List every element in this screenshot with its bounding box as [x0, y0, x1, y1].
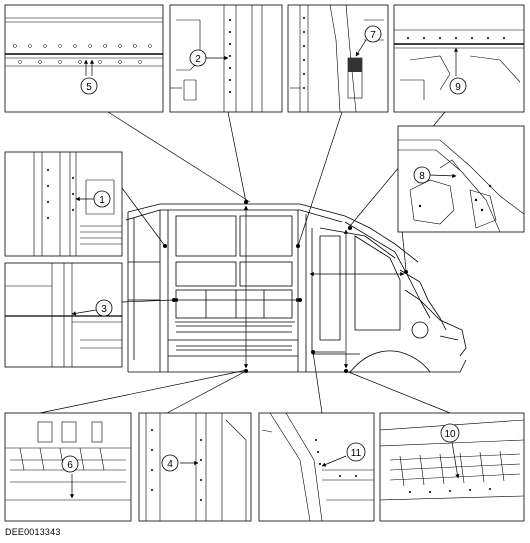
detail-panel-5 [4, 4, 164, 113]
svg-text:6: 6 [67, 460, 73, 471]
detail-panel-1 [4, 151, 123, 257]
svg-text:10: 10 [444, 429, 456, 440]
callout-1: 1 [93, 190, 111, 208]
reference-points [163, 200, 408, 373]
svg-text:4: 4 [167, 459, 173, 470]
reference-code: DEE0013343 [5, 527, 61, 537]
svg-text:7: 7 [370, 30, 376, 41]
callout-8: 8 [413, 166, 431, 184]
measurement-arrows [173, 205, 405, 369]
svg-text:11: 11 [351, 448, 362, 459]
svg-text:5: 5 [86, 82, 92, 93]
svg-text:8: 8 [419, 171, 425, 182]
detail-panel-9 [393, 4, 525, 113]
detail-panel-11 [258, 412, 375, 522]
callout-2: 2 [189, 49, 207, 67]
detail-panel-2 [169, 4, 283, 113]
detail-panel-7 [287, 4, 389, 113]
svg-text:1: 1 [99, 195, 105, 206]
callout-6: 6 [61, 455, 79, 473]
callout-10: 10 [440, 423, 460, 443]
callout-9: 9 [449, 77, 467, 95]
callout-3: 3 [95, 299, 113, 317]
callout-5: 5 [80, 77, 98, 95]
svg-text:2: 2 [195, 54, 201, 65]
callout-7: 7 [364, 25, 382, 43]
svg-text:9: 9 [455, 82, 461, 93]
callout-4: 4 [161, 454, 179, 472]
van-body-shell [125, 203, 467, 373]
detail-panel-4 [138, 412, 252, 522]
svg-text:3: 3 [101, 304, 107, 315]
callout-11: 11 [346, 442, 366, 462]
